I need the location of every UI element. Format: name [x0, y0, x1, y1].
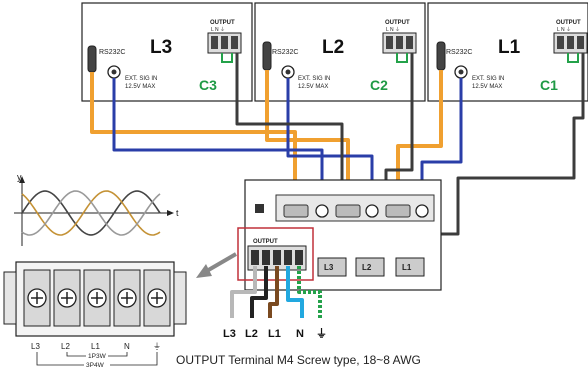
wire-label-l2: L2	[245, 328, 258, 340]
unit-l2-channel-label: C2	[370, 77, 388, 93]
unit-l1-channel-label: C1	[540, 77, 558, 93]
wire-label-n: N	[296, 328, 304, 340]
bnc-port-3[interactable]	[415, 204, 429, 218]
unit-l3-rs232-connector[interactable]	[87, 45, 97, 73]
wire-label-l3: L3	[223, 328, 236, 340]
rs232-port-1[interactable]	[283, 204, 309, 218]
terminal-label-n: N	[124, 342, 130, 351]
bracket-label-1p3w: 1P3W	[88, 353, 107, 360]
port-l3[interactable]	[317, 257, 347, 277]
terminal-label-l3: L3	[31, 342, 40, 351]
unit-l3-ext-max-label: 12.5V MAX	[125, 84, 155, 90]
terminal-screws	[23, 269, 171, 327]
unit-l3: L3 RS232C EXT. SIG IN 12.5V MAX OUTPUT L…	[81, 2, 253, 102]
bracket-label-3p4w: 3P4W	[86, 362, 105, 369]
usb-port[interactable]	[255, 204, 264, 213]
terminal-label-l1: L1	[91, 342, 100, 351]
unit-l1-output-label: OUTPUT	[556, 20, 581, 26]
unit-l1-ext-max-label: 12.5V MAX	[472, 84, 502, 90]
unit-l2-output-label: OUTPUT	[385, 20, 410, 26]
zoom-arrow-icon	[196, 252, 238, 278]
unit-l1-rs232-connector[interactable]	[436, 41, 446, 71]
waveform-y-label: y	[17, 172, 22, 182]
unit-l1-output-pins: L N ⏚	[557, 26, 571, 33]
waveform-t-label: t	[176, 208, 179, 218]
unit-l1: L1 RS232C EXT. SIG IN 12.5V MAX OUTPUT L…	[427, 2, 588, 102]
unit-l2-ext-sig-label: EXT. SIG IN	[298, 76, 330, 82]
unit-l1-title: L1	[498, 37, 521, 58]
port-l1-label: L1	[402, 263, 412, 272]
panel-output-label: OUTPUT	[253, 239, 278, 245]
wire-labels: L3 L2 L1 N ⏚	[223, 327, 327, 340]
terminal-screw-ground[interactable]	[143, 269, 171, 327]
unit-l1-rs232-label: RS232C	[446, 49, 472, 56]
unit-l2-title: L2	[322, 37, 344, 58]
terminal-screw-l2[interactable]	[53, 269, 81, 327]
output-wires	[230, 266, 322, 318]
unit-l2-rs232-label: RS232C	[272, 49, 298, 56]
bnc-port-2[interactable]	[365, 204, 379, 218]
terminal-caption: OUTPUT Terminal M4 Screw type, 18~8 AWG	[176, 353, 421, 367]
terminal-screw-n[interactable]	[113, 269, 141, 327]
port-l2-label: L2	[362, 263, 372, 272]
terminal-label-l2: L2	[61, 342, 70, 351]
waveform-graph: y t	[14, 172, 179, 246]
terminal-screw-l1[interactable]	[83, 269, 111, 327]
unit-l2-rs232-connector[interactable]	[262, 41, 272, 71]
unit-l2-output-pins: L N ⏚	[386, 26, 400, 33]
unit-l1-ext-sig-label: EXT. SIG IN	[472, 76, 504, 82]
wire-label-ground: ⏚	[316, 327, 327, 340]
unit-l3-output-label: OUTPUT	[210, 20, 235, 26]
rs232-port-3[interactable]	[385, 204, 411, 218]
rs232-cables	[90, 70, 443, 205]
unit-l2-ext-max-label: 12.5V MAX	[298, 84, 328, 90]
waveform-phase-c	[21, 190, 161, 236]
unit-l3-ext-sig-label: EXT. SIG IN	[125, 76, 157, 82]
unit-l3-channel-label: C3	[199, 77, 217, 93]
bnc-port-1[interactable]	[315, 204, 329, 218]
unit-l3-output-pins: L N ⏚	[211, 26, 225, 33]
terminal-label-ground: ⏚	[153, 342, 161, 351]
rear-panel: OUTPUT L3 L2 L1	[237, 179, 442, 291]
port-l1[interactable]	[395, 257, 425, 277]
terminal-screw-l3[interactable]	[23, 269, 51, 327]
top-output-jumpers	[221, 53, 579, 63]
wire-label-l1: L1	[268, 328, 281, 340]
port-l3-label: L3	[324, 263, 334, 272]
waveform-phase-a	[21, 190, 161, 236]
unit-l2: L2 RS232C EXT. SIG IN 12.5V MAX OUTPUT L…	[254, 2, 426, 102]
terminal-zoom: L3 L2 L1 N ⏚ 1P3W 3P4W	[3, 261, 187, 369]
unit-l3-title: L3	[150, 37, 172, 58]
port-l2[interactable]	[355, 257, 385, 277]
rs232-port-2[interactable]	[335, 204, 361, 218]
unit-l3-rs232-label: RS232C	[99, 49, 125, 56]
